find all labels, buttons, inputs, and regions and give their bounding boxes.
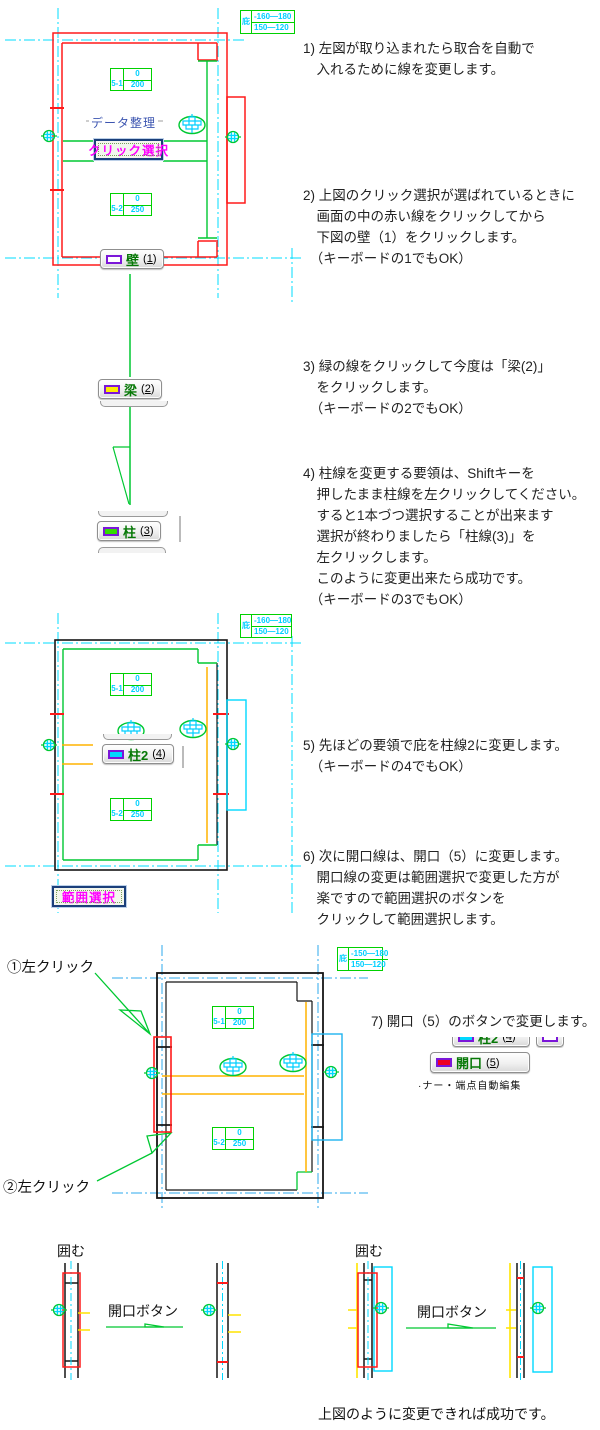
red-tick-marks [50,713,229,795]
opening-icon [436,1058,452,1067]
cyan-balcony-outline [373,1266,393,1372]
beam-icon [104,384,120,394]
pillar2-button[interactable]: 柱2 (4) [102,744,174,764]
survey-marker-icon [40,129,58,143]
beam-button-label: 梁 [124,382,138,398]
click-select-button[interactable]: クリック選択 [88,139,168,160]
floor-plan-3 [94,945,368,1210]
tool-icon [542,1037,558,1042]
instruction-step-2: 2) 上図のクリック選択が選ばれているときに 画面の中の赤い線をクリックしてから… [303,188,575,266]
eave-dimension-box: 庇 -160—180 150—120 [240,614,292,638]
opening-button-shortcut: (5) [486,1056,500,1069]
pillar2-button-shortcut: (4) [152,748,166,760]
wall-icon [106,254,122,264]
cropped-button-fragment: 柱2 (4) [452,1037,530,1048]
hatch-ellipse-icon [179,717,207,739]
wall-detail-after [348,1261,553,1380]
yellow-lines [78,1312,241,1333]
dimension-box-s1: 5-1 0 200 [212,1006,254,1029]
green-arrow [406,1323,496,1329]
pillar2-button-cropped: 柱2 (4) [452,1037,530,1047]
instruction-step-5: 5) 先ほどの要領で庇を柱線2に変更します。 （キーボードの4でもOK） [303,738,568,774]
pillar-button-label: 柱 [123,524,137,540]
instruction-step-1: 1) 左図が取り込まれたら取合を自動で 入れるために線を変更します。 [303,41,535,77]
cropped-button-fragment [182,746,184,768]
survey-marker-icon [322,1065,340,1079]
opening-button[interactable]: 開口 (5) [430,1052,530,1073]
cropped-button-fragment [536,1037,564,1048]
pillar-button[interactable]: 柱 (3) [97,521,162,541]
cropped-button-fragment [100,401,168,407]
survey-marker-icon [200,1303,218,1317]
green-arrow [106,1323,183,1328]
range-select-button[interactable]: 範囲選択 [52,886,126,907]
dimension-box-s2: 5-2 0 250 [110,798,152,821]
left-click-1-annotation: ①左クリック [7,960,94,976]
hatch-ellipse-icon [279,1051,307,1073]
cropped-button-fragment [98,547,166,553]
pillar2-button-label: 柱2 [128,747,149,763]
instruction-step-7: 7) 開口（5）のボタンで変更します。 [371,1014,596,1029]
opening-button-label-annotation: 開口ボタン [417,1304,487,1320]
opening-button-label: 開口 [456,1056,483,1071]
cyan-balcony-outline [532,1266,553,1373]
cropped-button-fragment [98,511,168,517]
grid-centerlines [367,1261,521,1380]
grid-lines [5,613,302,913]
wall-button-label: 壁 [126,252,140,268]
beam-button-shortcut: (2) [141,383,155,395]
dimension-box-s1: 5-1 0 200 [110,673,152,696]
survey-marker-icon [372,1301,390,1315]
hatch-ellipse-icon [219,1055,247,1077]
beam-button[interactable]: 梁 (2) [98,379,163,399]
orange-lines [62,667,208,843]
dimension-box-s2: 5-2 0 250 [110,193,152,216]
instruction-step-4: 4) 柱線を変更する要領は、Shiftキーを 押したまま柱線を左クリックしてくだ… [303,466,586,607]
floor-plan-2 [5,613,302,913]
eave-value-bottom: 150—120 [252,22,294,33]
instruction-step-3: 3) 緑の線をクリックして今度は「梁(2)」 をクリックします。 （キーボードの… [303,359,551,416]
cyan-balcony-outline [226,699,247,811]
opening-button-label-annotation: 開口ボタン [108,1303,178,1319]
cropped-button-fragment [179,516,181,542]
red-selection-rectangle [153,1036,172,1133]
pillar2-icon [458,1037,474,1042]
pillar-icon [103,526,119,536]
eave-dimension-box: 庇 -150—180 150—120 [337,947,389,971]
success-message: 上図のように変更できれば成功です。 [318,1406,555,1422]
enclose-label: 囲む [57,1243,85,1259]
dimension-box-s2: 5-2 0 250 [212,1127,254,1150]
pillar-button-shortcut: (3) [140,525,154,537]
wall-detail-before [50,1261,241,1380]
eave-value-top: -160—180 [254,11,292,21]
data-organize-label: データ整理 [89,114,159,131]
dimension-box-s1: 5-1 0 200 [110,68,152,91]
eave-dimension-box: 庇 -160—180 150—120 [240,10,295,34]
corner-endpoint-note: ·ナー・端点自動編集 [418,1081,522,1092]
left-click-2-annotation: ②左クリック [3,1180,90,1196]
green-connector-line [112,274,131,505]
green-lines [94,972,312,1190]
enclose-label: 囲む [355,1243,383,1259]
red-tick-marks [217,1282,228,1363]
pillar2-icon [108,749,124,759]
wall-button[interactable]: 壁 (1) [100,249,165,269]
cropped-button-fragment [103,734,172,740]
cyan-balcony-outline [311,1033,343,1141]
red-tick-marks [517,1277,524,1358]
eave-label: 庇 [241,11,252,33]
grid-lines [5,8,302,302]
hatch-ellipse-icon [178,113,206,135]
red-wall-lines [50,32,246,266]
yellow-lines [348,1263,516,1378]
green-lines [62,648,217,861]
instruction-step-6: 6) 次に開口線は、開口（5）に変更します。 開口線の変更は範囲選択で変更した方… [303,849,568,927]
red-selection-rectangle [62,1272,81,1368]
red-selection-rectangle [357,1272,378,1368]
grid-centerlines [70,1261,223,1380]
wall-button-shortcut: (1) [143,253,157,265]
black-wall-lines [156,972,324,1199]
green-lines [63,60,217,239]
